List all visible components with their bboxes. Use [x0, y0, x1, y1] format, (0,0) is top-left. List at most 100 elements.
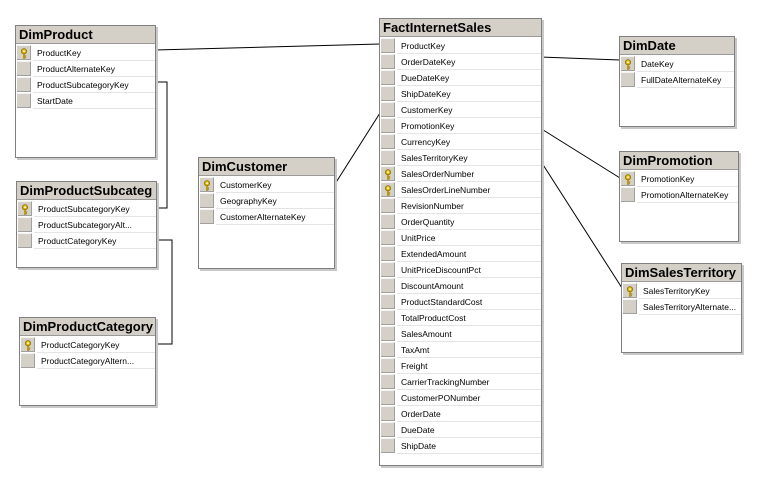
table-title[interactable]: DimDate [620, 37, 734, 55]
row-selector[interactable] [381, 70, 395, 85]
column-row[interactable]: GeographyKey [199, 193, 334, 209]
column-row[interactable]: Freight [380, 358, 541, 374]
column-row[interactable]: DueDate [380, 422, 541, 438]
column-row[interactable]: SalesOrderLineNumber [380, 182, 541, 198]
column-row[interactable]: SalesTerritoryAlternate... [622, 299, 741, 315]
table-title[interactable]: DimProductSubcateg [17, 182, 156, 200]
row-selector[interactable] [381, 438, 395, 453]
column-row[interactable]: StartDate [16, 93, 155, 109]
row-selector[interactable] [381, 102, 395, 117]
relationship-dimproduct-fact[interactable] [154, 43, 381, 51]
column-row[interactable]: TotalProductCost [380, 310, 541, 326]
column-row[interactable]: SalesOrderNumber [380, 166, 541, 182]
relationship-date-fact[interactable] [539, 56, 621, 61]
column-row[interactable]: ProductCategoryAltern... [20, 353, 155, 369]
row-selector[interactable] [381, 294, 395, 309]
row-selector[interactable] [381, 246, 395, 261]
column-row[interactable]: SalesTerritoryKey [622, 283, 741, 299]
row-selector[interactable] [17, 45, 31, 60]
row-selector[interactable] [381, 262, 395, 277]
row-selector[interactable] [381, 182, 395, 197]
row-selector[interactable] [621, 56, 635, 71]
row-selector[interactable] [200, 177, 214, 192]
row-selector[interactable] [381, 390, 395, 405]
row-selector[interactable] [381, 310, 395, 325]
row-selector[interactable] [381, 326, 395, 341]
row-selector[interactable] [381, 86, 395, 101]
table-title[interactable]: FactInternetSales [380, 19, 541, 37]
column-row[interactable]: ProductSubcategoryAlt... [17, 217, 156, 233]
column-row[interactable]: RevisionNumber [380, 198, 541, 214]
row-selector[interactable] [381, 198, 395, 213]
column-row[interactable]: PromotionKey [620, 171, 738, 187]
row-selector[interactable] [381, 342, 395, 357]
row-selector[interactable] [17, 93, 31, 108]
column-row[interactable]: OrderQuantity [380, 214, 541, 230]
row-selector[interactable] [21, 337, 35, 352]
column-row[interactable]: TaxAmt [380, 342, 541, 358]
column-row[interactable]: ProductCategoryKey [17, 233, 156, 249]
column-row[interactable]: ProductStandardCost [380, 294, 541, 310]
column-row[interactable]: CarrierTrackingNumber [380, 374, 541, 390]
column-row[interactable]: CustomerKey [199, 177, 334, 193]
column-row[interactable]: ShipDate [380, 438, 541, 454]
column-row[interactable]: CurrencyKey [380, 134, 541, 150]
column-row[interactable]: CustomerKey [380, 102, 541, 118]
column-row[interactable]: CustomerAlternateKey [199, 209, 334, 225]
column-row[interactable]: UnitPriceDiscountPct [380, 262, 541, 278]
row-selector[interactable] [381, 214, 395, 229]
column-row[interactable]: ProductKey [380, 38, 541, 54]
row-selector[interactable] [381, 38, 395, 53]
column-row[interactable]: CustomerPONumber [380, 390, 541, 406]
row-selector[interactable] [621, 187, 635, 202]
column-row[interactable]: ProductKey [16, 45, 155, 61]
column-row[interactable]: UnitPrice [380, 230, 541, 246]
row-selector[interactable] [200, 209, 214, 224]
column-row[interactable]: DiscountAmount [380, 278, 541, 294]
row-selector[interactable] [200, 193, 214, 208]
column-row[interactable]: DueDateKey [380, 70, 541, 86]
row-selector[interactable] [621, 171, 635, 186]
row-selector[interactable] [17, 77, 31, 92]
relationship-promotion-fact[interactable] [539, 127, 621, 179]
column-row[interactable]: PromotionAlternateKey [620, 187, 738, 203]
row-selector[interactable] [381, 134, 395, 149]
row-selector[interactable] [381, 358, 395, 373]
table-title[interactable]: DimPromotion [620, 152, 738, 170]
row-selector[interactable] [381, 374, 395, 389]
row-selector[interactable] [18, 217, 32, 232]
column-row[interactable]: ProductSubcategoryKey [17, 201, 156, 217]
column-row[interactable]: ProductAlternateKey [16, 61, 155, 77]
row-selector[interactable] [623, 283, 637, 298]
row-selector[interactable] [381, 406, 395, 421]
row-selector[interactable] [21, 353, 35, 368]
row-selector[interactable] [381, 54, 395, 69]
relationship-customer-fact[interactable] [334, 112, 381, 185]
row-selector[interactable] [381, 422, 395, 437]
column-row[interactable]: ProductSubcategoryKey [16, 77, 155, 93]
relationship-category-subcategory[interactable] [155, 239, 173, 345]
relationship-territory-fact[interactable] [539, 159, 623, 289]
column-row[interactable]: ShipDateKey [380, 86, 541, 102]
row-selector[interactable] [381, 230, 395, 245]
column-row[interactable]: FullDateAlternateKey [620, 72, 734, 88]
row-selector[interactable] [623, 299, 637, 314]
column-row[interactable]: OrderDateKey [380, 54, 541, 70]
column-row[interactable]: PromotionKey [380, 118, 541, 134]
column-row[interactable]: DateKey [620, 56, 734, 72]
column-row[interactable]: ProductCategoryKey [20, 337, 155, 353]
column-row[interactable]: SalesAmount [380, 326, 541, 342]
row-selector[interactable] [18, 233, 32, 248]
column-row[interactable]: OrderDate [380, 406, 541, 422]
row-selector[interactable] [381, 278, 395, 293]
table-title[interactable]: DimSalesTerritory [622, 264, 741, 282]
row-selector[interactable] [621, 72, 635, 87]
